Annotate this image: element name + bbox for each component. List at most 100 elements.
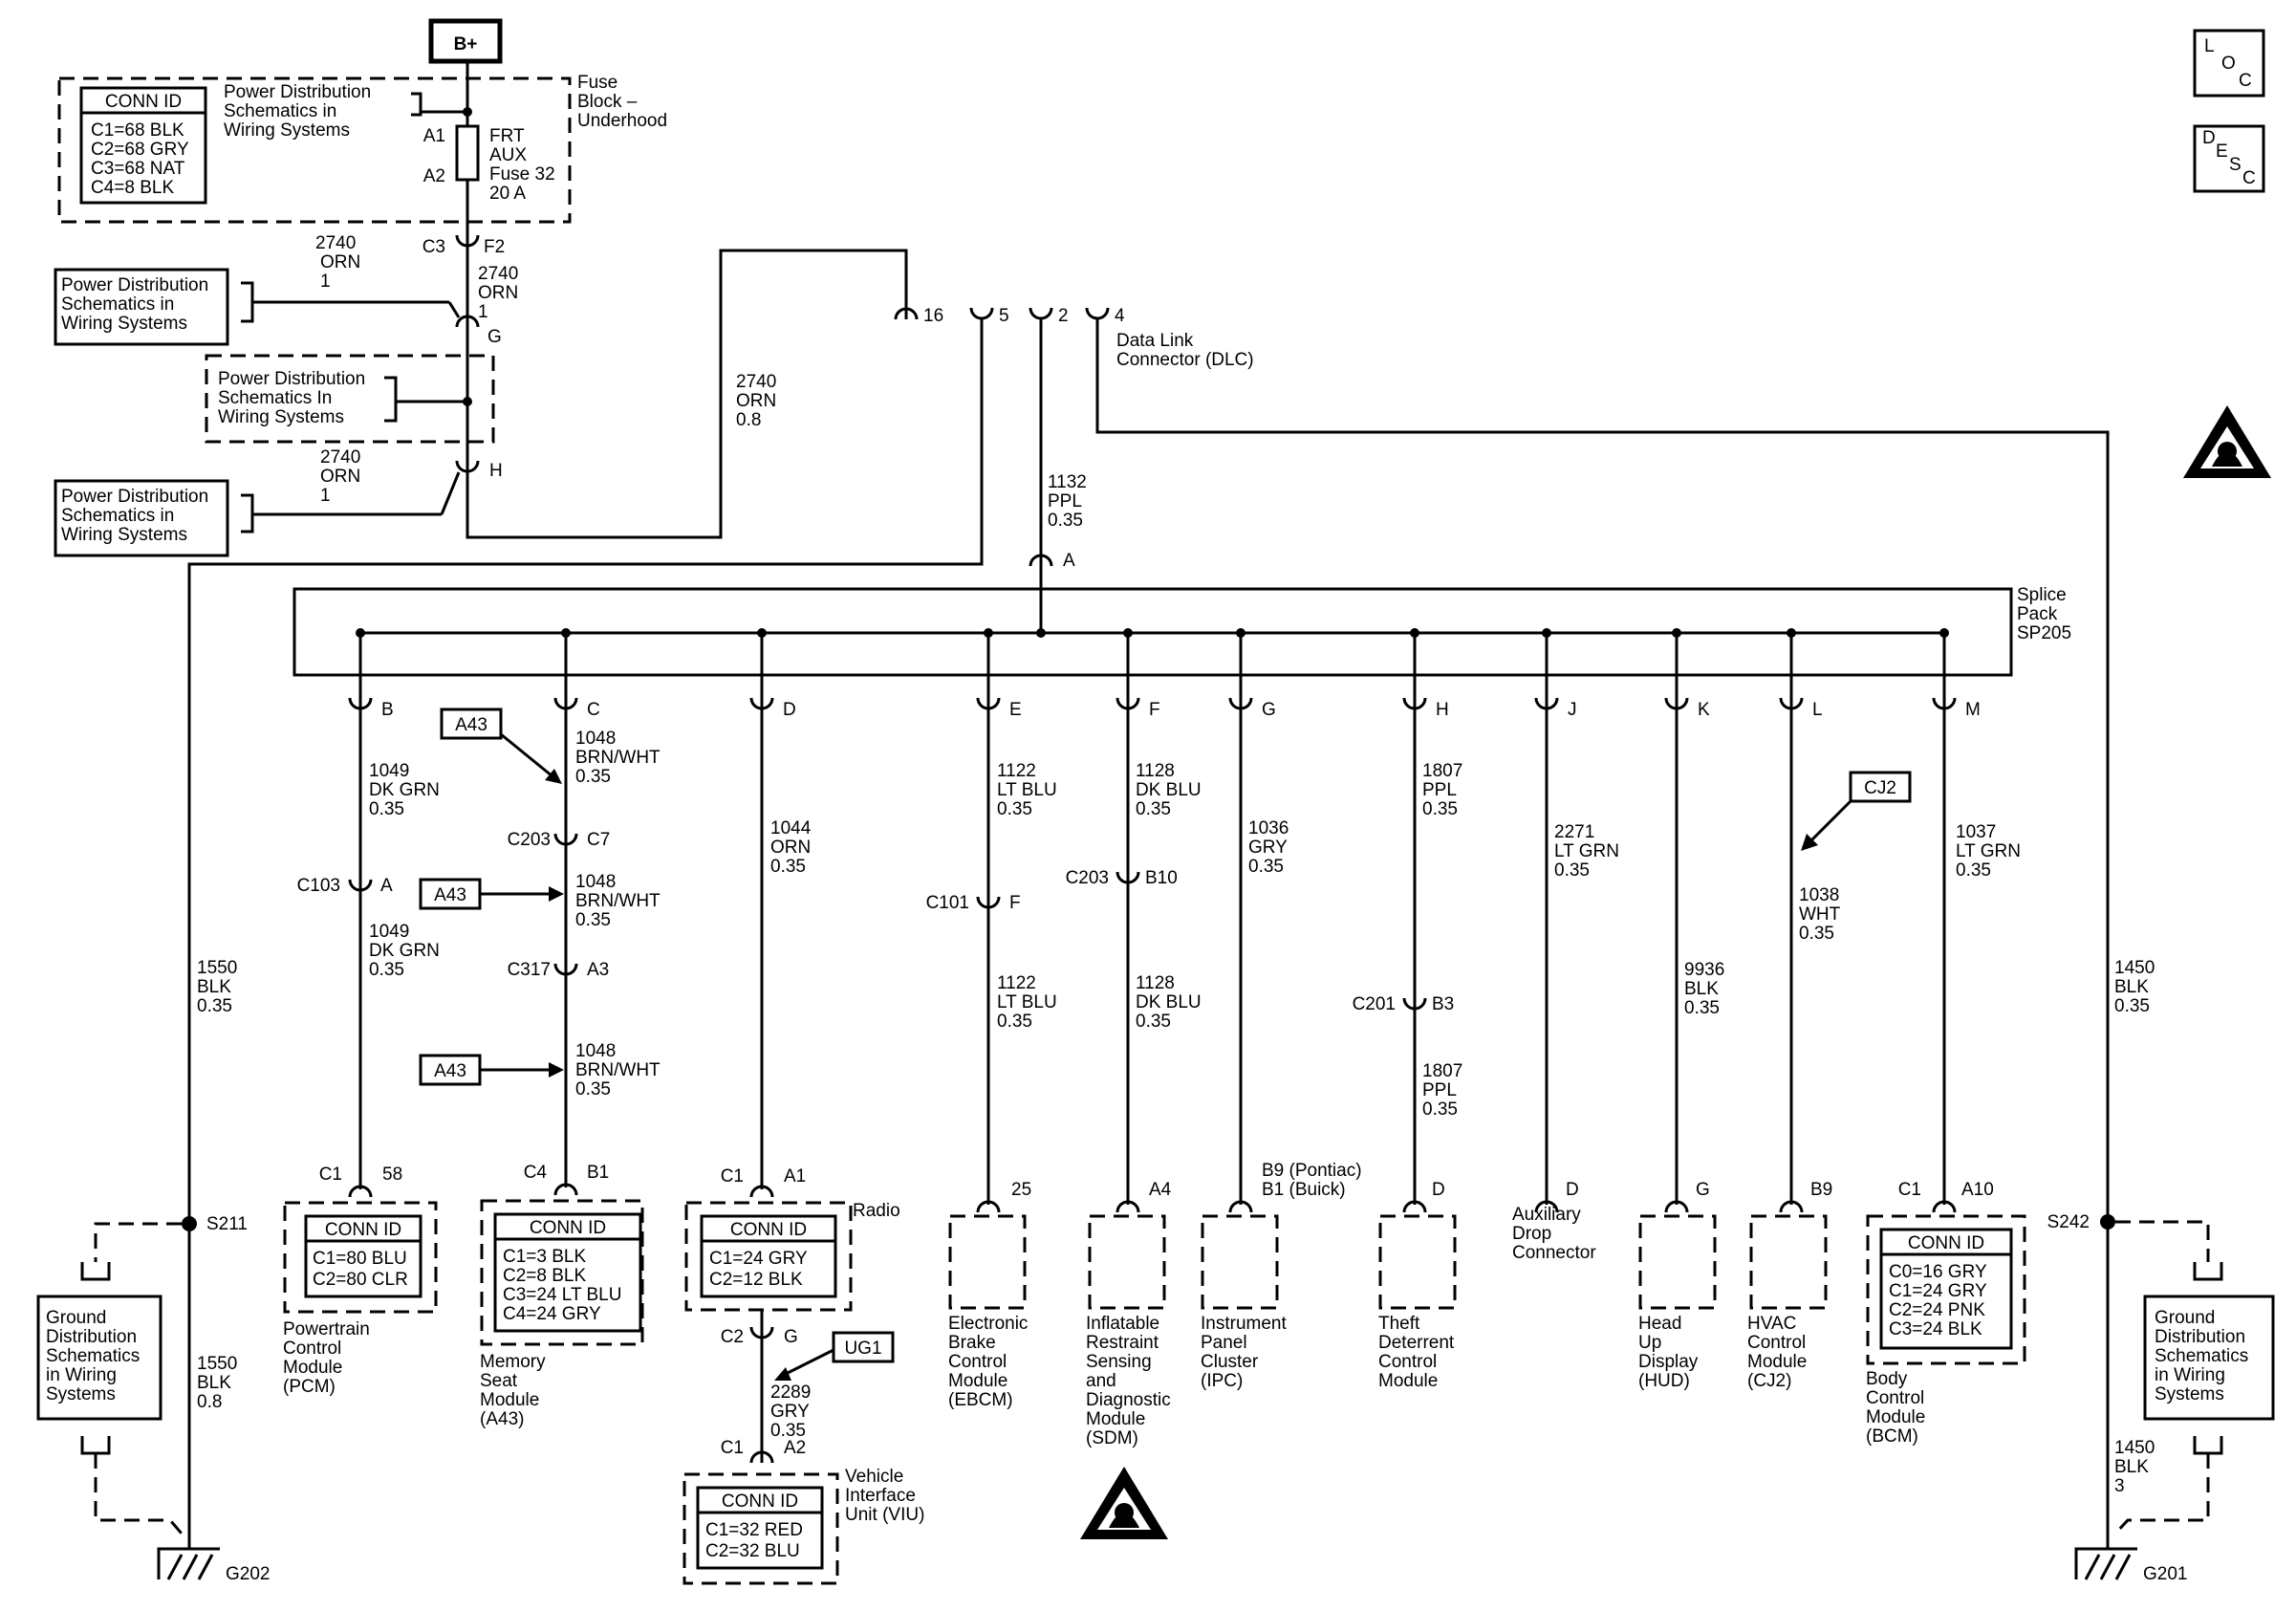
pin-label: C1	[1898, 1180, 1921, 1200]
wire-label: BLK	[197, 1373, 231, 1393]
wire-label: DK GRN	[369, 780, 440, 800]
wire-label: 1038	[1799, 885, 1839, 905]
pd-ref-text: Schematics in	[224, 101, 336, 121]
module-name: (A43)	[480, 1409, 524, 1429]
module-name: (SDM)	[1086, 1428, 1138, 1448]
desc-icon[interactable]	[2193, 124, 2265, 193]
gd-ref-text: Distribution	[2155, 1327, 2245, 1347]
module-name: Panel	[1201, 1333, 1247, 1353]
conn-line: C2=8 BLK	[503, 1266, 586, 1286]
loc-icon[interactable]	[2193, 29, 2265, 98]
module-pin-connector	[1228, 1200, 1253, 1213]
desc-letter: C	[2242, 168, 2256, 188]
wire-label: 0.35	[1422, 799, 1458, 819]
splice-pin-label: K	[1698, 700, 1710, 720]
splice-pack-sp205	[292, 587, 2013, 677]
wire-label: 0.35	[1956, 860, 1991, 881]
fuse-block-label: Underhood	[577, 111, 667, 131]
module-name: Control	[1747, 1333, 1806, 1353]
module-name: Drop	[1512, 1224, 1551, 1244]
wire-label: 0.35	[1248, 857, 1284, 877]
splice-pin-label: H	[1436, 700, 1449, 720]
module-name: Radio	[853, 1201, 900, 1221]
module-name: Diagnostic	[1086, 1390, 1171, 1410]
loc-letter: L	[2204, 36, 2215, 56]
module-pin-connector	[1402, 1200, 1427, 1213]
module-name: Auxiliary	[1512, 1205, 1581, 1225]
bcm-module	[1866, 1214, 2026, 1365]
module-name: Head	[1638, 1314, 1681, 1334]
splice-pin-connector	[976, 697, 1001, 710]
fuse-label: 20 A	[489, 184, 526, 204]
pd-ref-text: Power Distribution	[224, 82, 371, 102]
wire-label: LT GRN	[1956, 841, 2021, 861]
conn-line: C1=24 GRY	[709, 1249, 808, 1269]
wire-label: 1128	[1136, 761, 1175, 781]
gd-ref-text: Systems	[2155, 1384, 2224, 1404]
connector-label: C203	[1066, 868, 1109, 888]
module-name: Module	[1866, 1407, 1925, 1427]
fuse-symbol	[455, 124, 480, 182]
wire-label: DK BLU	[1136, 992, 1202, 1012]
pcm-conn-id-box	[304, 1214, 422, 1298]
gd-ref-text: Systems	[46, 1384, 116, 1404]
pd-ref-text: Power Distribution	[218, 369, 365, 389]
pin-label: D	[1566, 1180, 1579, 1200]
fuse-block-label: Block –	[577, 92, 638, 112]
module-name: (EBCM)	[948, 1390, 1013, 1410]
wire-label: 1036	[1248, 818, 1289, 838]
conn-id-title: CONN ID	[325, 1220, 401, 1240]
fuse-block-outline	[57, 76, 572, 224]
conn-line: C1=80 BLU	[313, 1249, 407, 1269]
wire-label: PPL	[1048, 491, 1082, 512]
gd-ref-text: Schematics	[2155, 1346, 2248, 1366]
pin-label: C3	[422, 237, 445, 257]
wire-label: 1807	[1422, 761, 1462, 781]
wire-label: 1550	[197, 958, 237, 978]
wire-label: BLK	[1684, 979, 1719, 999]
wire-label: BLK	[2114, 1457, 2149, 1477]
airbag-warning-icon	[1080, 1467, 1168, 1539]
wire-label: BRN/WHT	[575, 1060, 661, 1080]
wire-label: 0.35	[2114, 996, 2150, 1016]
module-name: Interface	[845, 1486, 916, 1506]
radio-conn-id-box	[700, 1214, 837, 1298]
ground-label: G201	[2143, 1564, 2187, 1584]
pin-label: A	[1063, 551, 1075, 571]
conn-line: C4=24 GRY	[503, 1304, 601, 1324]
conn-line: C1=32 RED	[705, 1520, 803, 1540]
module-name: Deterrent	[1378, 1333, 1455, 1353]
pin-label: C1	[319, 1165, 342, 1185]
module-name: Powertrain	[283, 1319, 370, 1339]
pin-label: A10	[1961, 1180, 1994, 1200]
ground-dist-ref-box	[36, 1295, 162, 1421]
module-name: (HUD)	[1638, 1371, 1690, 1391]
memseat-conn-id-box	[493, 1212, 642, 1333]
wire-label: BLK	[2114, 977, 2149, 997]
wire-label: 1037	[1956, 822, 1996, 842]
connector-label: C203	[508, 830, 551, 850]
ref-label: UG1	[844, 1339, 881, 1359]
pin-label: 58	[382, 1165, 402, 1185]
pd-ref-text: Wiring Systems	[61, 314, 187, 334]
fuse-label: AUX	[489, 145, 527, 165]
module-name: Module	[480, 1390, 539, 1410]
pd-ref-box	[54, 268, 229, 346]
splice-label: SP205	[2017, 623, 2071, 643]
pin-label: H	[489, 461, 503, 481]
pd-ref-text: Schematics in	[61, 294, 174, 315]
splice-pin-connector	[1228, 697, 1253, 710]
pin-label: G	[487, 327, 502, 347]
conn-line: C1=24 GRY	[1889, 1281, 1987, 1301]
radio-module	[684, 1201, 853, 1312]
module-pin-connector	[749, 1450, 774, 1464]
module-name: Module	[1378, 1371, 1438, 1391]
splice-pin-connector	[553, 697, 578, 710]
module-name: Module	[1747, 1352, 1807, 1372]
wire-label: 1049	[369, 922, 409, 942]
conn-line: C0=16 GRY	[1889, 1262, 1987, 1282]
module-pin-connector	[553, 1183, 578, 1196]
